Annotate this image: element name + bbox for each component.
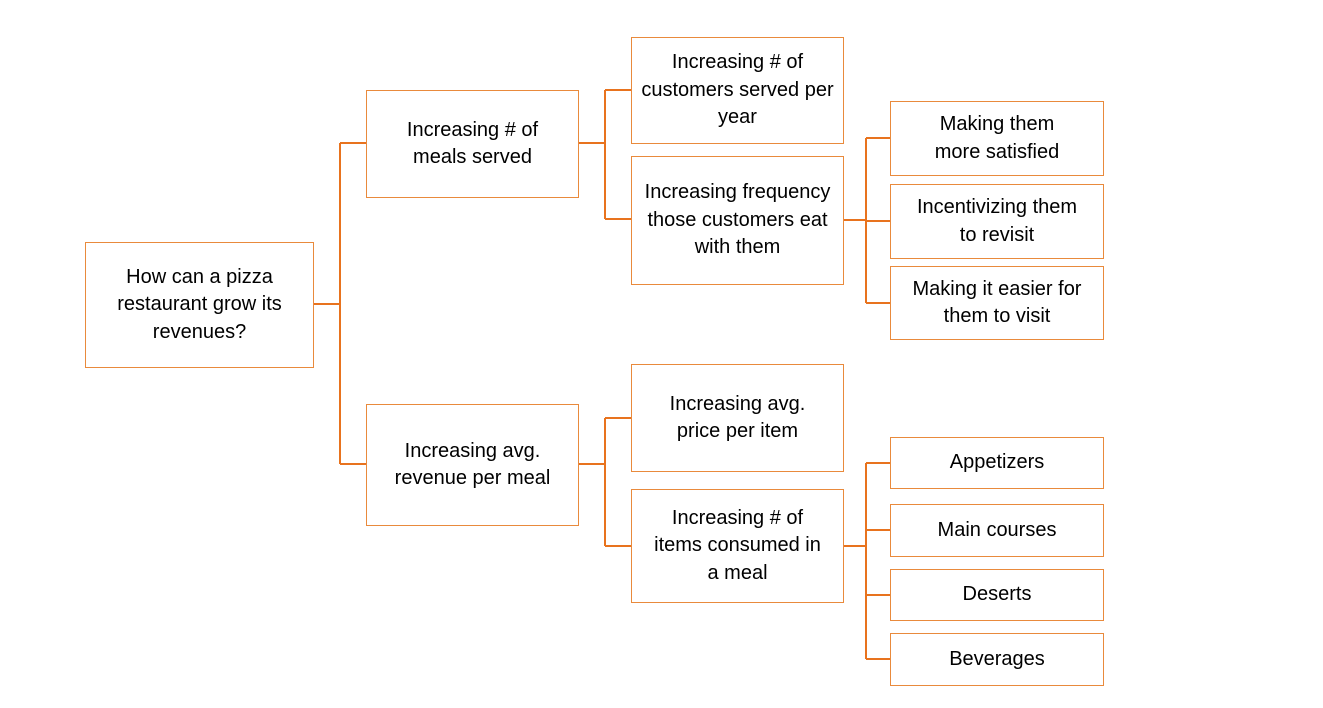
easier-visit-box: Making it easier for them to visit	[890, 266, 1104, 340]
appetizers-box: Appetizers	[890, 437, 1104, 489]
price-per-item-label: Increasing avg. price per item	[669, 392, 806, 443]
revenue-per-meal-box: Increasing avg. revenue per meal	[366, 404, 579, 526]
deserts-label: Deserts	[962, 583, 1032, 606]
incentivize-revisit-label: Incentivizing them to revisit	[916, 196, 1078, 246]
revenue-per-meal-label: Increasing avg. revenue per meal	[394, 439, 551, 490]
items-per-meal-box: Increasing # of items consumed in a meal	[631, 489, 844, 603]
customers-served-box: Increasing # of customers served per yea…	[631, 37, 844, 144]
easier-visit-label: Making it easier for them to visit	[912, 277, 1082, 328]
appetizers-label: Appetizers	[949, 451, 1045, 474]
main-courses-box: Main courses	[890, 504, 1104, 557]
visit-frequency-label: Increasing frequency those customers eat…	[644, 181, 831, 259]
deserts-box: Deserts	[890, 569, 1104, 621]
main-courses-label: Main courses	[937, 518, 1057, 541]
customers-served-label: Increasing # of customers served per yea…	[641, 51, 834, 129]
beverages-label: Beverages	[949, 647, 1045, 670]
root-question-label: How can a pizza restaurant grow its reve…	[117, 265, 282, 343]
incentivize-revisit-box: Incentivizing them to revisit	[890, 184, 1104, 259]
price-per-item-box: Increasing avg. price per item	[631, 364, 844, 472]
more-satisfied-box: Making them more satisfied	[890, 101, 1104, 176]
meals-served-label: Increasing # of meals served	[406, 118, 539, 169]
items-per-meal-label: Increasing # of items consumed in a meal	[654, 506, 821, 584]
visit-frequency-box: Increasing frequency those customers eat…	[631, 156, 844, 285]
beverages-box: Beverages	[890, 633, 1104, 686]
more-satisfied-label: Making them more satisfied	[934, 113, 1060, 163]
root-question-box: How can a pizza restaurant grow its reve…	[85, 242, 314, 368]
meals-served-box: Increasing # of meals served	[366, 90, 579, 198]
